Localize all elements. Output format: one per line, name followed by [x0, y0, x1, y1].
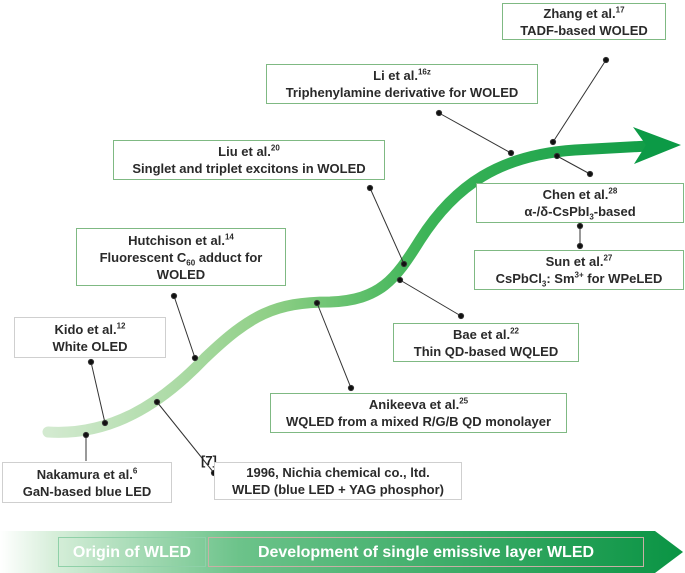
- zhang-author: Zhang et al.: [543, 5, 616, 21]
- nichia-line2: WLED (blue LED + YAG phosphor): [232, 482, 444, 497]
- anikeeva-description: WQLED from a mixed R/G/B QD monolayer: [285, 414, 552, 429]
- arrow-head: [633, 127, 681, 164]
- box-hutchison: Hutchison et al.14 Fluorescent C60 adduc…: [76, 228, 286, 286]
- sun-subscript: 3: [541, 279, 547, 289]
- sun-ref: 27: [603, 253, 613, 263]
- kido-author: Kido et al.: [54, 321, 117, 337]
- kido-ref: 12: [116, 321, 126, 331]
- hutchison-subscript: 60: [186, 258, 196, 268]
- liu-author: Liu et al.: [218, 144, 271, 159]
- box-bae: Bae et al.22 Thin QD-based WQLED: [393, 323, 579, 362]
- nichia-ref: [7]: [201, 453, 217, 468]
- hutchison-ref: 14: [224, 232, 234, 242]
- sun-superscript: 3+: [574, 270, 584, 280]
- hutchison-author: Hutchison et al.: [128, 232, 225, 248]
- zhang-description: TADF-based WOLED: [520, 22, 648, 38]
- chen-description-end: -based: [593, 204, 636, 219]
- li-description: Triphenylamine derivative for WOLED: [285, 85, 519, 100]
- chen-author: Chen et al.: [542, 187, 609, 202]
- anikeeva-author: Anikeeva et al.: [368, 397, 460, 412]
- chen-subscript: 3: [589, 212, 594, 222]
- anikeeva-ref: 25: [459, 396, 469, 406]
- box-anikeeva: Anikeeva et al.25 WQLED from a mixed R/G…: [270, 393, 567, 433]
- bae-description: Thin QD-based WQLED: [413, 343, 559, 359]
- nakamura-ref: 6: [132, 466, 138, 476]
- nakamura-author: Nakamura et al.: [36, 466, 133, 482]
- hutchison-description-end: adduct for: [195, 249, 263, 265]
- hutchison-description-line3: WOLED: [156, 266, 206, 282]
- timeline-banner-arrow: [0, 531, 683, 573]
- box-sun: Sun et al.27 CsPbCl3: Sm3+ for WPeLED: [474, 250, 684, 290]
- box-kido: Kido et al.12 White OLED: [14, 317, 166, 358]
- bae-author: Bae et al.: [453, 326, 511, 342]
- sun-description-mid: : Sm: [546, 271, 575, 286]
- sun-author: Sun et al.: [545, 254, 604, 269]
- hutchison-description: Fluorescent C: [99, 249, 187, 265]
- nichia-line1: 1996, Nichia chemical co., ltd.: [246, 465, 430, 480]
- box-li: Li et al.16z Triphenylamine derivative f…: [266, 64, 538, 104]
- nakamura-description: GaN-based blue LED: [22, 483, 152, 499]
- liu-ref: 20: [270, 143, 280, 153]
- liu-description: Singlet and triplet excitons in WOLED: [132, 161, 366, 176]
- banner-origin-label: Origin of WLED: [58, 537, 206, 567]
- sun-description-end: for WPeLED: [583, 271, 663, 286]
- box-chen: Chen et al.28 α-/δ-CsPbI3-based: [476, 183, 684, 223]
- chen-description: α-/δ-CsPbI: [524, 204, 590, 219]
- leader-lines: [82, 56, 610, 477]
- kido-description: White OLED: [52, 338, 128, 354]
- box-liu: Liu et al.20 Singlet and triplet exciton…: [113, 140, 385, 180]
- chen-ref: 28: [608, 186, 618, 196]
- box-nakamura: Nakamura et al.6 GaN-based blue LED: [2, 462, 172, 503]
- li-author: Li et al.: [373, 68, 418, 83]
- sun-description: CsPbCl: [495, 271, 542, 286]
- banner-development-label: Development of single emissive layer WLE…: [208, 537, 644, 567]
- zhang-ref: 17: [615, 5, 625, 15]
- box-nichia: 1996, Nichia chemical co., ltd. WLED (bl…: [214, 462, 462, 500]
- growth-curve: [42, 140, 654, 438]
- bae-ref: 22: [510, 326, 519, 336]
- li-ref: 16z: [417, 67, 431, 77]
- box-zhang: Zhang et al.17 TADF-based WOLED: [502, 3, 666, 40]
